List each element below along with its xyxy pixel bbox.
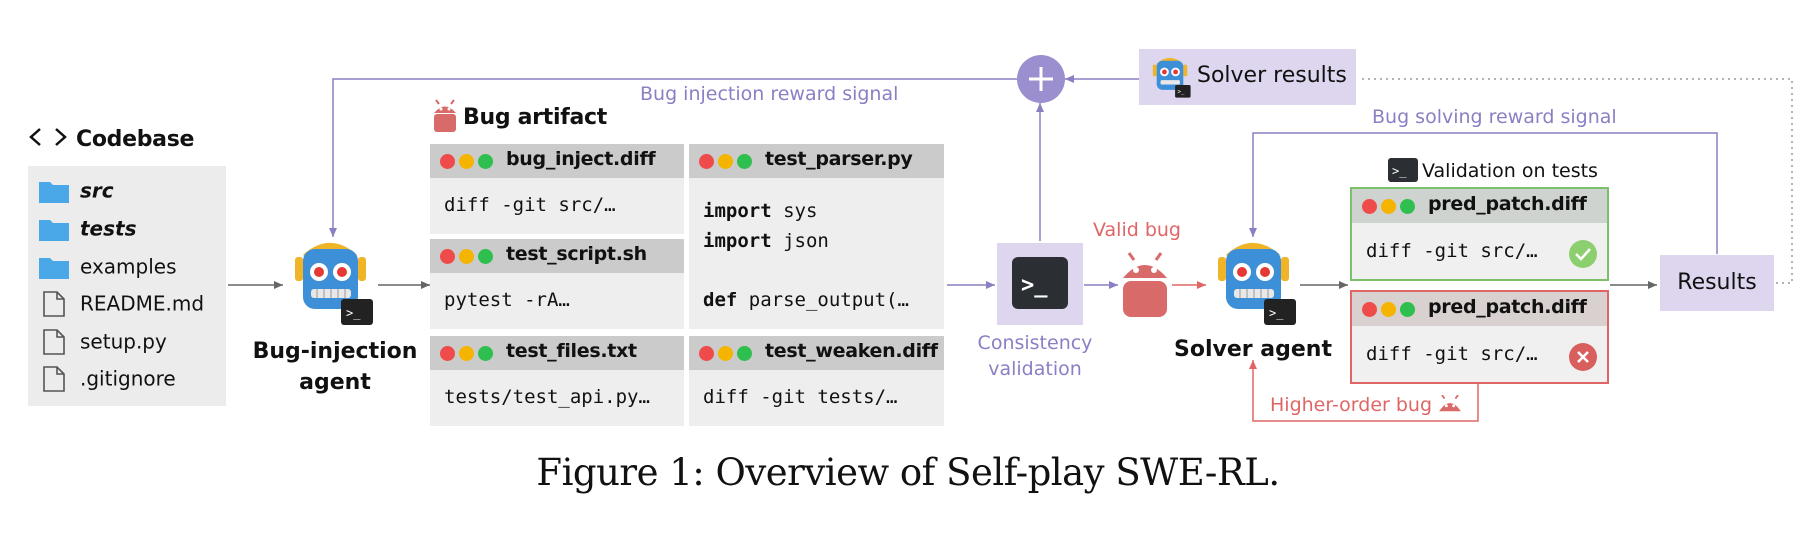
card-header: test_files.txt [430,336,684,370]
higher-order-bug-label: Higher-order bug [1270,394,1462,416]
code-keyword: def [703,289,738,311]
android-bug-icon [434,99,456,132]
plus-combine-icon [1017,55,1065,103]
valid-bug-android-icon [1123,252,1167,317]
tree-item-readme[interactable]: README.md [38,287,204,317]
svg-text:>_: >_ [1021,273,1048,298]
svg-text:>_: >_ [1392,164,1407,178]
bug-artifact-title: Bug artifact [463,105,607,130]
check-icon [1569,240,1597,268]
folder-icon [39,257,69,279]
card-filename: test_script.sh [506,243,647,265]
card-header: bug_inject.diff [430,144,684,178]
consistency-validation-label: Consistency validation [977,332,1093,380]
svg-text:>_: >_ [1269,306,1284,320]
bug-solving-reward-label: Bug solving reward signal [1372,106,1617,128]
tree-item-label: examples [80,254,177,279]
codebase-title-text: Codebase [76,127,195,152]
artifact-card-test-parser[interactable]: test_parser.py import sys import json de… [689,144,944,329]
card-filename: pred_patch.diff [1428,193,1587,215]
svg-text:>_: >_ [346,306,361,320]
arrow-injection-reward [329,78,1017,237]
solver-robot-icon: >_ [1218,243,1296,325]
folder-icon [39,219,69,241]
card-filename: pred_patch.diff [1428,296,1587,318]
tree-item-examples[interactable]: examples [38,250,177,280]
card-header: test_parser.py [689,144,944,178]
svg-text:>_: >_ [1178,90,1185,96]
solver-agent-label: Solver agent [1174,337,1332,362]
solver-results-label: Solver results [1197,63,1347,88]
code-line: tests/test_api.py… [444,386,650,408]
window-dots [440,346,497,365]
dotted-results-to-solver-results [1358,78,1793,284]
figure-caption: Figure 1: Overview of Self-play SWE-RL. [536,451,1280,494]
card-header: pred_patch.diff [1352,292,1607,326]
code-line: diff -git src/… [1366,343,1538,365]
cross-icon [1569,343,1597,371]
code-line: import json [703,230,829,252]
bug-injection-reward-label: Bug injection reward signal [640,83,899,105]
code-line: diff -git src/… [1366,240,1538,262]
patch-card-pass[interactable]: pred_patch.diff diff -git src/… [1350,187,1609,281]
terminal-icon: >_ [1012,257,1068,309]
card-filename: test_weaken.diff [765,340,938,362]
code-line: diff -git src/… [444,194,616,216]
window-dots [440,154,497,173]
code-line: diff -git tests/… [703,386,898,408]
patch-card-fail[interactable]: pred_patch.diff diff -git src/… [1350,290,1609,384]
code-brackets-icon [29,128,67,146]
terminal-icon: >_ [1388,158,1418,182]
card-header: test_weaken.diff [689,336,944,370]
bug-injection-agent-label: Bug-injection agent [252,339,418,395]
codebase-panel: src tests examples README.md setup.py .g… [28,166,226,406]
window-dots [699,346,756,365]
card-header: pred_patch.diff [1352,189,1607,223]
tree-item-src[interactable]: src [38,174,114,204]
arrow-higher-order-bug [1249,360,1479,422]
code-keyword: import [703,230,772,252]
android-bug-icon [1439,394,1461,412]
code-line: pytest -rA… [444,289,570,311]
window-dots [440,249,497,268]
file-icon [43,365,65,392]
code-line: def parse_output(… [703,289,909,311]
bug-injection-robot-icon: >_ [295,243,373,325]
window-dots [699,154,756,173]
validation-on-tests-text: Validation on tests [1422,160,1598,182]
results-label: Results [1677,270,1757,295]
tree-item-tests[interactable]: tests [38,212,137,242]
card-filename: bug_inject.diff [506,148,656,170]
folder-icon [39,181,69,203]
card-header: test_script.sh [430,239,684,273]
artifact-card-test-script[interactable]: test_script.sh pytest -rA… [430,239,684,329]
codebase-title: Codebase [28,126,194,152]
file-icon [43,290,65,317]
tree-item-gitignore[interactable]: .gitignore [38,362,176,392]
tree-item-setup[interactable]: setup.py [38,325,167,355]
validation-on-tests-title: >_ Validation on tests [1388,158,1598,182]
tree-item-label: tests [80,216,137,241]
card-filename: test_files.txt [506,340,637,362]
artifact-card-bug-inject[interactable]: bug_inject.diff diff -git src/… [430,144,684,234]
solver-robot-small-icon: >_ [1152,57,1191,98]
tree-item-label: .gitignore [80,366,176,391]
tree-item-label: README.md [80,291,205,316]
window-dots [1362,199,1419,218]
window-dots [1362,302,1419,321]
code-keyword: import [703,200,772,222]
code-line: import sys [703,200,818,222]
arrow-solving-reward [1249,132,1718,254]
consistency-validation-box[interactable]: >_ [997,243,1083,325]
higher-order-bug-text: Higher-order bug [1270,394,1433,416]
tree-item-label: src [80,178,114,203]
tree-item-label: setup.py [80,329,167,354]
valid-bug-label: Valid bug [1093,219,1181,241]
file-icon [43,328,65,355]
results-box[interactable] [1660,255,1774,311]
artifact-card-test-files[interactable]: test_files.txt tests/test_api.py… [430,336,684,426]
card-filename: test_parser.py [765,148,913,170]
artifact-card-test-weaken[interactable]: test_weaken.diff diff -git tests/… [689,336,944,426]
